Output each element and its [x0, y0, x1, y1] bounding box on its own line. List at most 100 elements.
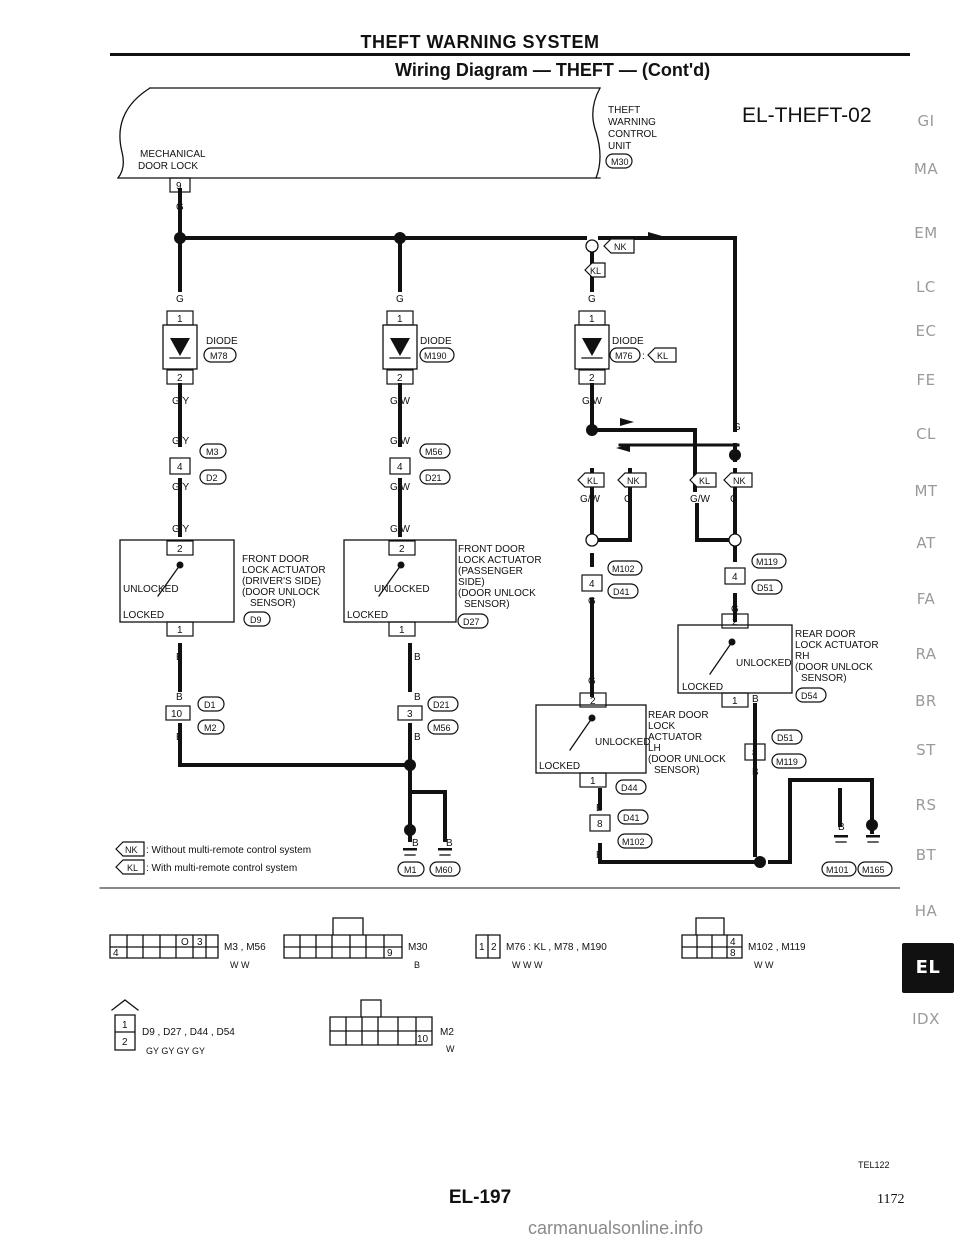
- rrh-l4: (DOOR UNLOCK: [795, 662, 873, 673]
- pin-1-fpa: 1: [399, 625, 405, 636]
- cv-d-cell-8: 8: [730, 948, 736, 959]
- tab-ra[interactable]: RA: [915, 645, 937, 663]
- tab-el[interactable]: EL: [902, 943, 954, 993]
- wire-g-3: G: [396, 294, 404, 305]
- wire-b-12: B: [596, 850, 603, 861]
- cv-e-cell-2: 2: [122, 1037, 128, 1048]
- tab-at[interactable]: AT: [916, 534, 936, 552]
- diode-label-3: DIODE: [612, 336, 644, 347]
- fda-l3: (DRIVER'S SIDE): [242, 576, 321, 587]
- wire-b-7: B: [412, 838, 419, 849]
- tab-bt[interactable]: BT: [915, 846, 937, 864]
- tag-kl-mid2: KL: [699, 476, 710, 486]
- legend-kl-text: : With multi-remote control system: [146, 863, 297, 874]
- fda-l5: SENSOR): [250, 598, 296, 609]
- wire-gy-4: G/Y: [172, 524, 190, 535]
- title-rule: [110, 53, 910, 56]
- pin-2-d3: 2: [589, 373, 595, 384]
- pin-1-rlh: 1: [590, 776, 596, 787]
- conn-d27: D27: [463, 617, 480, 627]
- wire-gw-5: G/W: [582, 396, 603, 407]
- wire-g-4: G: [588, 294, 596, 305]
- tab-cl[interactable]: CL: [916, 425, 936, 443]
- tab-em[interactable]: EM: [914, 224, 938, 242]
- conn-m60: M60: [435, 865, 453, 875]
- pin-9-top: 9: [176, 181, 182, 192]
- tab-rs[interactable]: RS: [915, 796, 937, 814]
- fpa-l3: (PASSENGER: [458, 566, 523, 577]
- wire-b-1: B: [176, 652, 183, 663]
- twcu-label-1: THEFT: [608, 105, 640, 116]
- pin-8-b: 8: [597, 819, 603, 830]
- cv-a-codes: M3 , M56: [224, 942, 266, 953]
- wire-b-14: B: [870, 822, 877, 833]
- pin-4-a: 4: [177, 462, 183, 473]
- mdl-label-2: DOOR LOCK: [138, 161, 198, 172]
- cv-e-codes: D9 , D27 , D44 , D54: [142, 1027, 235, 1038]
- wire-gw-2: G/W: [390, 436, 411, 447]
- tab-gi[interactable]: GI: [917, 112, 935, 130]
- tag-kl-mid1: KL: [587, 476, 598, 486]
- twcu-label-2: WARNING: [608, 117, 656, 128]
- tab-ha[interactable]: HA: [914, 902, 938, 920]
- cv-d-codes: M102 , M119: [748, 942, 806, 953]
- wire-g-2: G: [176, 294, 184, 305]
- conn-m101: M101: [826, 865, 849, 875]
- cv-a-cell-3: 3: [197, 937, 203, 948]
- tab-st[interactable]: ST: [916, 741, 936, 759]
- fpa-l2: LOCK ACTUATOR: [458, 555, 542, 566]
- wire-gw-1: G/W: [390, 396, 411, 407]
- tab-lc[interactable]: LC: [916, 278, 936, 296]
- fpa-l1: FRONT DOOR: [458, 544, 525, 555]
- conn-m3: M3: [206, 447, 219, 457]
- sw-locked-1: LOCKED: [123, 610, 164, 621]
- pin-4-b: 4: [397, 462, 403, 473]
- cv-f-cell-10: 10: [417, 1034, 429, 1045]
- tab-fe[interactable]: FE: [916, 371, 936, 389]
- tab-br[interactable]: BR: [915, 692, 937, 710]
- watermark: carmanualsonline.info: [528, 1218, 704, 1238]
- diagram-code: EL-THEFT-02: [742, 104, 872, 127]
- wire-b-4: B: [414, 652, 421, 663]
- conn-m56-b: M56: [433, 723, 451, 733]
- conn-d9: D9: [250, 615, 262, 625]
- tab-fa[interactable]: FA: [916, 590, 936, 608]
- fda-l2: LOCK ACTUATOR: [242, 565, 326, 576]
- sw-unlocked-3: UNLOCKED: [595, 737, 651, 748]
- pin-2-rlh: 2: [590, 696, 596, 707]
- cv-d-colors: W W: [754, 960, 774, 970]
- sw-unlocked-2: UNLOCKED: [374, 584, 430, 595]
- tab-idx[interactable]: IDX: [912, 1010, 940, 1028]
- wire-b-9: B: [752, 694, 759, 705]
- wire-g-8: G: [588, 596, 596, 607]
- tab-ma[interactable]: MA: [913, 160, 939, 178]
- conn-d44: D44: [621, 783, 638, 793]
- wire-gw-7: G/W: [690, 494, 711, 505]
- sw-locked-2: LOCKED: [347, 610, 388, 621]
- conn-m78: M78: [210, 351, 228, 361]
- pin-1-d2: 1: [397, 314, 403, 325]
- wire-b-11: B: [596, 803, 603, 814]
- cv-b-colors: B: [414, 960, 420, 970]
- wire-gy-3: G/Y: [172, 482, 190, 493]
- twcu-label-3: CONTROL: [608, 129, 657, 140]
- sw-locked-3: LOCKED: [539, 761, 580, 772]
- wire-b-10: B: [752, 767, 759, 778]
- wire-g-5: G: [624, 494, 632, 505]
- diode-label-1: DIODE: [206, 336, 238, 347]
- page-title: THEFT WARNING SYSTEM: [360, 32, 600, 52]
- conn-m76: M76: [615, 351, 633, 361]
- diode-label-2: DIODE: [420, 336, 452, 347]
- tag-nk-top: NK: [614, 242, 627, 252]
- cv-c-cell-2: 2: [491, 942, 497, 953]
- cv-c-cell-1: 1: [479, 942, 485, 953]
- conn-d21-a: D21: [425, 473, 442, 483]
- conn-m119-b: M119: [776, 757, 798, 767]
- pin-3: 3: [407, 709, 413, 720]
- wire-gy-1: G/Y: [172, 396, 190, 407]
- tab-ec[interactable]: EC: [915, 322, 937, 340]
- tab-mt[interactable]: MT: [914, 482, 938, 500]
- conn-d41-a: D41: [613, 587, 630, 597]
- cv-e-colors: GY GY GY GY: [146, 1046, 205, 1056]
- cv-d-cell-4: 4: [730, 937, 736, 948]
